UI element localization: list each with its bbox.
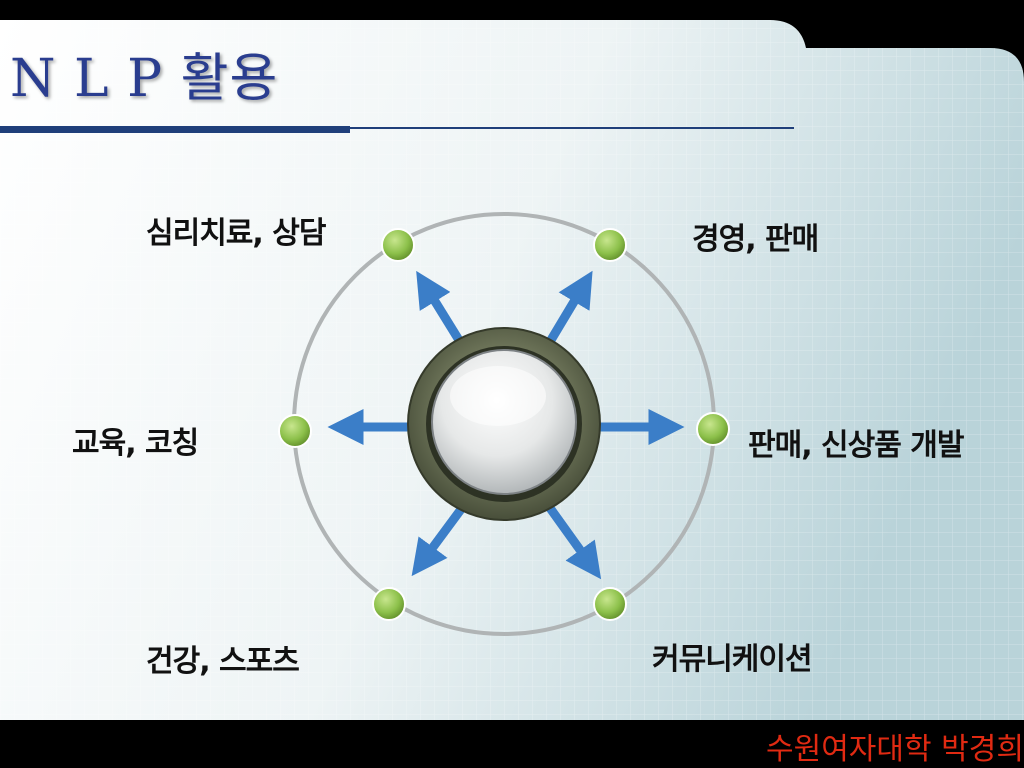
node-bottom-right — [593, 587, 627, 621]
label-left: 교육, 코칭 — [72, 426, 199, 461]
label-right: 판매, 신상품 개발 — [748, 428, 964, 463]
arrow-bottom-left — [411, 505, 466, 577]
arrow-top-right — [544, 270, 593, 348]
footer-author: 수원여자대학 박경희 — [766, 732, 1024, 767]
node-right — [696, 412, 730, 446]
node-left — [278, 414, 312, 448]
arrow-bottom-right — [546, 505, 602, 580]
label-top-right: 경영, 판매 — [692, 222, 819, 257]
label-bottom-right: 커뮤니케이션 — [652, 642, 813, 677]
label-top-left: 심리치료, 상담 — [146, 216, 326, 251]
title-rule-thick — [0, 126, 350, 133]
arrow-top-left — [416, 270, 466, 348]
node-bottom-left — [372, 587, 406, 621]
slide-title: N L P 활용 — [10, 49, 279, 109]
label-bottom-left: 건강, 스포츠 — [146, 644, 300, 679]
title-rule-thin — [350, 127, 794, 129]
node-top-right — [593, 228, 627, 262]
node-top-left — [381, 228, 415, 262]
